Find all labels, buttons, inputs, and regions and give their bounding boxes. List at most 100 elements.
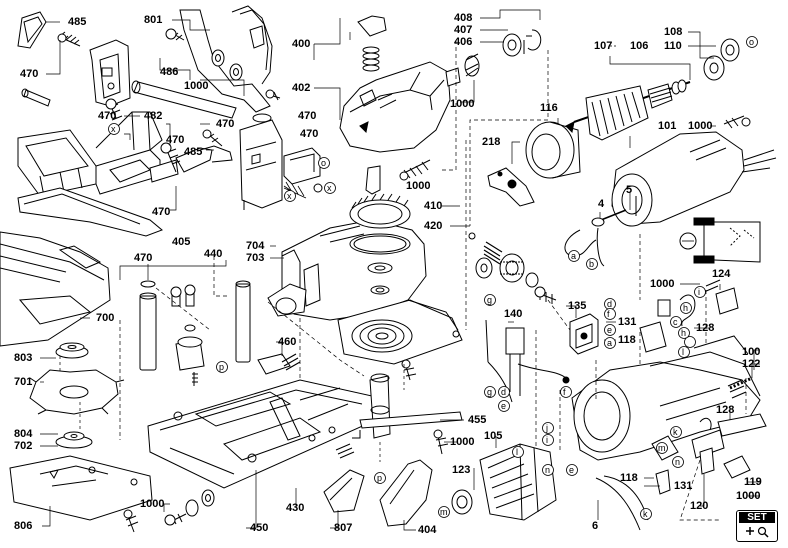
marker-letter: h	[681, 328, 687, 338]
part-label: 455	[468, 414, 487, 426]
bearings-108-110	[703, 37, 757, 81]
spring-plate	[337, 299, 463, 365]
marker-letter: o	[321, 158, 327, 168]
marker-letter: l	[682, 347, 684, 357]
part-label: 470	[134, 252, 153, 264]
marker-letter: x	[287, 191, 292, 201]
marker-letter: d	[501, 387, 507, 397]
marker-letter: i	[546, 435, 548, 445]
height-adjust-block	[239, 113, 323, 210]
part-label: 404	[418, 524, 437, 536]
set-badge: SET	[736, 510, 778, 542]
marker-letter: n	[545, 465, 551, 475]
lock-lever-485	[17, 11, 47, 49]
marker-letter: f	[563, 387, 566, 397]
part-label: 702	[14, 440, 33, 452]
marker-letter: p	[219, 362, 225, 372]
bearings-420	[468, 232, 557, 304]
marker-letter: g	[487, 387, 493, 397]
part-label: 108	[664, 26, 683, 38]
part-label: 806	[14, 520, 33, 532]
part-label: 128	[716, 404, 735, 416]
screw-1000-bottom	[123, 509, 139, 533]
part-label: 803	[14, 352, 33, 364]
part-label: 1000	[650, 278, 675, 290]
dust-nozzle-404	[379, 459, 433, 527]
part-label: 131	[618, 316, 637, 328]
clip-128	[657, 294, 696, 327]
part-label: 704	[246, 240, 265, 252]
marker-letter: g	[487, 295, 493, 305]
part-label: 120	[690, 500, 709, 512]
part-label: 470	[166, 134, 185, 146]
part-label: 1000	[184, 80, 209, 92]
part-label: 5	[626, 184, 633, 196]
gear-housing-100	[571, 335, 761, 461]
motor-housing-101	[611, 115, 777, 227]
marker-letter: h	[683, 303, 689, 313]
marker-letter: e	[607, 325, 613, 335]
cable-set-140	[485, 319, 570, 403]
part-label: 470	[152, 206, 171, 218]
part-label: 470	[298, 110, 317, 122]
part-label: 470	[98, 110, 117, 122]
washers-450	[164, 489, 215, 526]
blade-701	[29, 369, 125, 415]
guide-plate-405	[17, 187, 163, 237]
part-label: 128	[696, 322, 715, 334]
marker-letter: j	[546, 423, 548, 433]
part-label: 1000	[406, 180, 431, 192]
part-label: 405	[172, 236, 191, 248]
switch-135	[569, 313, 599, 355]
cap-400	[339, 15, 451, 195]
part-label: 450	[250, 522, 269, 534]
part-label: 105	[484, 430, 503, 442]
marker-letter: d	[607, 299, 613, 309]
bevel-gear	[349, 193, 411, 295]
washers-801	[165, 28, 281, 101]
part-label: 701	[14, 376, 33, 388]
base-plate	[147, 353, 377, 489]
disc-803	[55, 342, 89, 359]
clip-118-top	[639, 321, 667, 353]
part-label: 4	[598, 198, 605, 210]
part-label: 482	[144, 110, 163, 122]
pin-470-left	[21, 88, 51, 107]
cap-123	[451, 489, 473, 515]
part-label: 407	[454, 24, 473, 36]
part-label: 118	[620, 472, 638, 484]
part-label: 110	[664, 40, 682, 52]
marker-letter: k	[643, 509, 648, 519]
part-label: 700	[96, 312, 115, 324]
part-label: 440	[204, 248, 223, 260]
marker-letter: n	[675, 457, 681, 467]
marker-letter: e	[501, 401, 507, 411]
part-label: 119	[744, 476, 762, 488]
part-label: 6	[592, 520, 599, 532]
marker-letter: b	[589, 259, 595, 269]
part-label: 131	[674, 480, 693, 492]
part-label: 807	[334, 522, 353, 534]
marker-letter: m	[440, 507, 448, 517]
part-label: 1000	[736, 490, 761, 502]
marker-letter: c	[673, 317, 678, 327]
bearings-406-408	[445, 29, 542, 87]
marker-letter: x	[111, 124, 116, 134]
marker-letter: e	[569, 465, 575, 475]
part-label: 420	[424, 220, 443, 232]
part-label: 1000	[450, 436, 475, 448]
part-label: 703	[246, 252, 265, 264]
part-label: 118	[618, 334, 636, 346]
part-label: 218	[482, 136, 501, 148]
part-label: 100	[742, 346, 761, 358]
gear-housing-703	[267, 219, 427, 321]
part-label: 408	[454, 12, 473, 24]
part-label: 122	[742, 358, 761, 370]
part-label: 410	[424, 200, 443, 212]
marker-letter: f	[607, 309, 610, 319]
ring-116	[525, 121, 581, 179]
part-label: 406	[454, 36, 473, 48]
marker-letter: x	[327, 183, 332, 193]
part-label: 124	[712, 268, 731, 280]
